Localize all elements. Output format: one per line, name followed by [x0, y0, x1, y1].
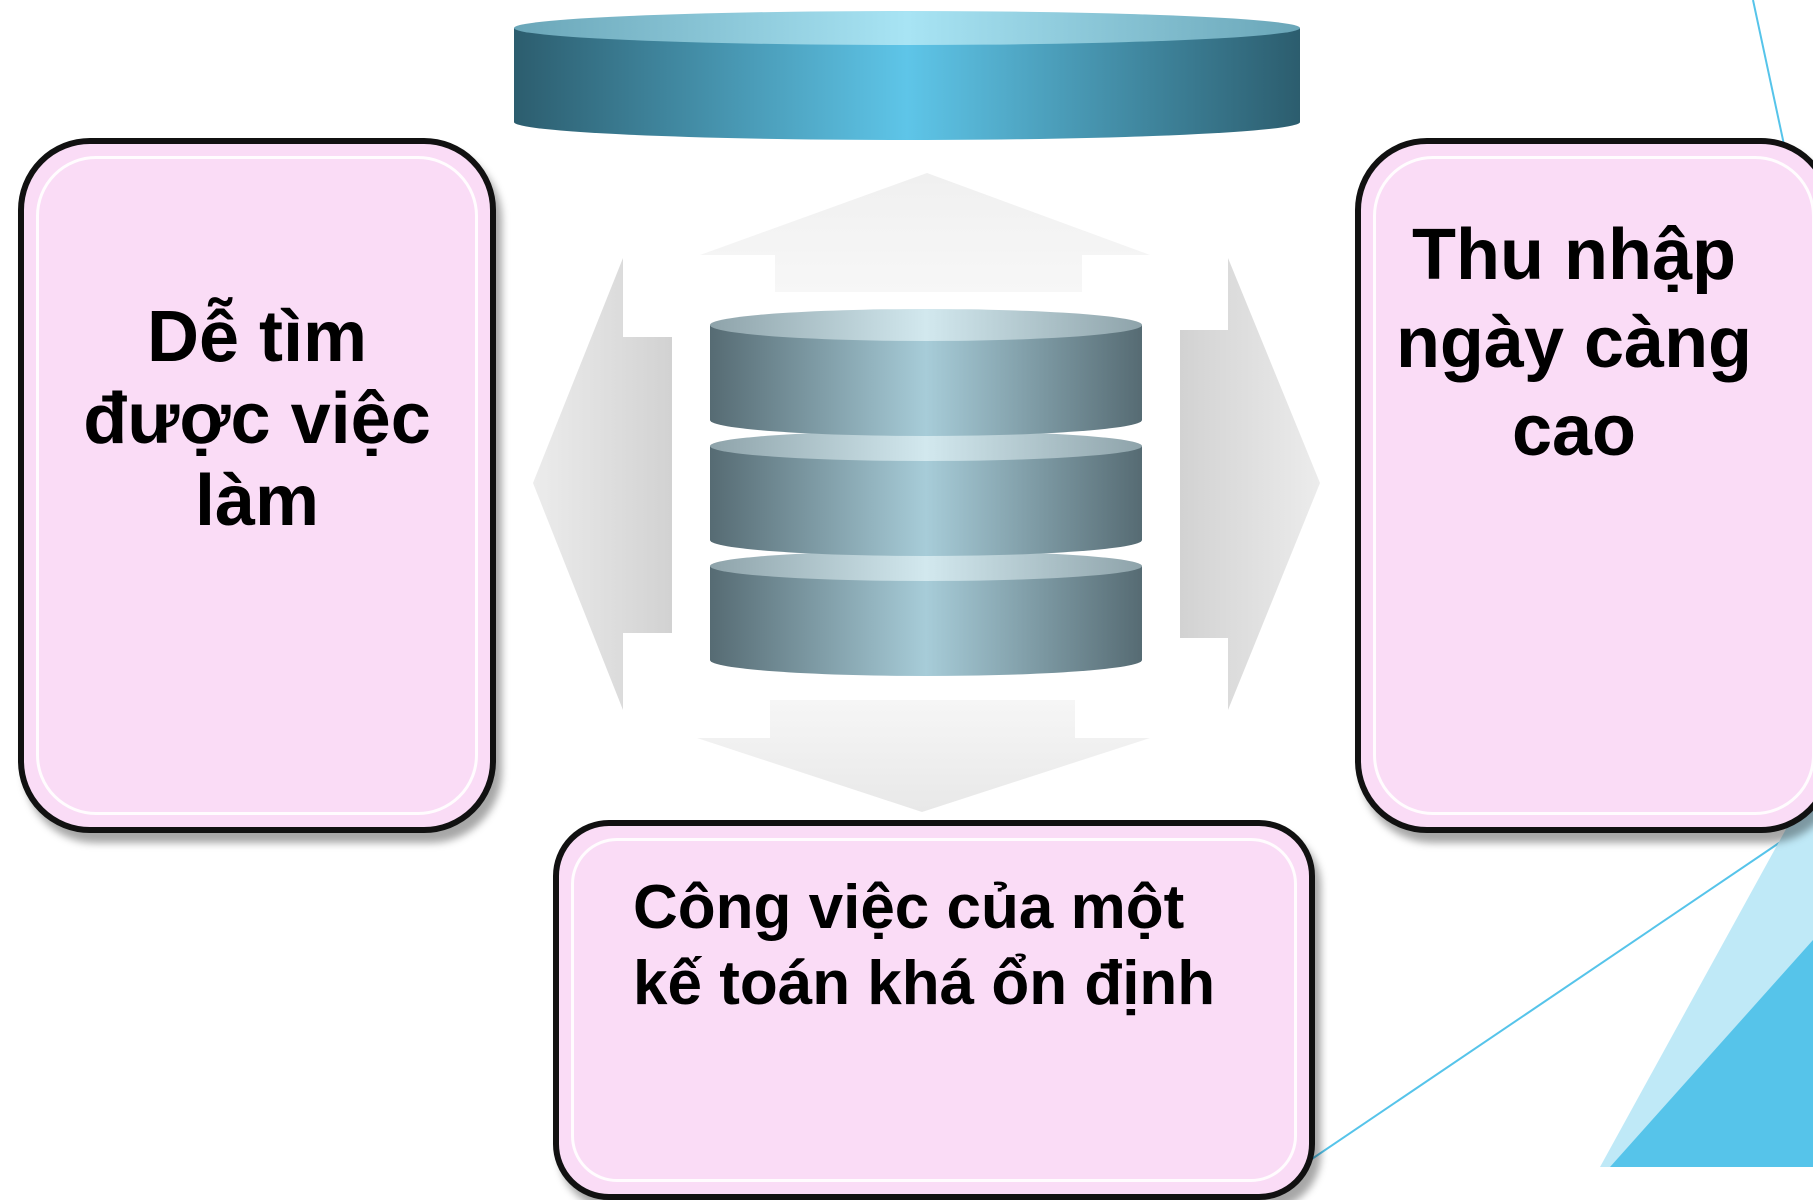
- decorative-accent-shapes: [1299, 0, 1813, 1167]
- card-easy-to-find-job: Dễ tìm được việc làm: [18, 138, 496, 833]
- card-bottom-text: Công việc của một kế toán khá ổn định: [633, 873, 1216, 1018]
- card-stable-job: Công việc của một kế toán khá ổn định: [553, 820, 1315, 1200]
- card-left-text: Dễ tìm được việc làm: [83, 297, 431, 541]
- database-stack-icon: [710, 309, 1142, 676]
- arrow-right: [1180, 258, 1320, 710]
- arrow-down: [697, 700, 1150, 812]
- arrow-up: [700, 173, 1150, 292]
- card-right-text: Thu nhập ngày càng cao: [1395, 215, 1753, 471]
- four-way-arrow-icon: [533, 173, 1320, 812]
- diagram-canvas: [514, 0, 1813, 1167]
- flat-cylinder-disk-icon: [514, 11, 1300, 140]
- arrow-left: [533, 258, 672, 710]
- card-rising-income: Thu nhập ngày càng cao: [1355, 138, 1813, 833]
